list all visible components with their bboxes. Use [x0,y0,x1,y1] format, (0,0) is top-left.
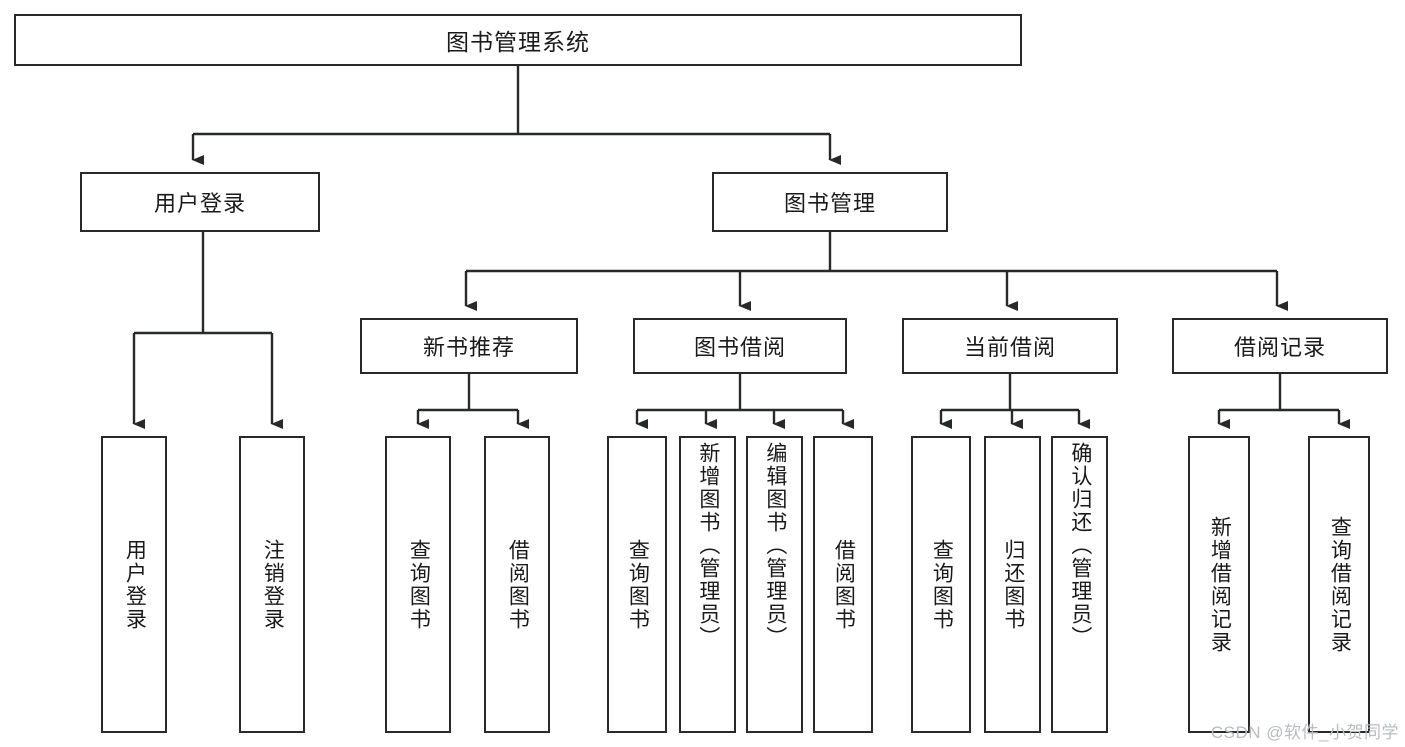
leaf-node[interactable]: 借阅图书 [484,436,550,733]
node-root[interactable]: 图书管理系统 [14,14,1022,66]
leaf-node-label: 编辑图书（管理员） [763,442,787,649]
node-book-management-label: 图书管理 [783,191,876,216]
leaf-node-label: 查询图书 [407,538,431,631]
leaf-node[interactable]: 归还图书 [984,436,1041,733]
leaf-node-label: 借阅图书 [832,538,856,631]
leaf-node-label: 新增借阅记录 [1208,515,1232,654]
node-user-login[interactable]: 用户登录 [80,172,320,232]
leaf-node[interactable]: 新增借阅记录 [1188,436,1250,733]
leaf-node[interactable]: 查询图书 [911,436,971,733]
leaf-node[interactable]: 新增图书（管理员） [679,436,736,733]
leaf-node[interactable]: 确认归还（管理员） [1051,436,1108,733]
leaf-node-label: 新增图书（管理员） [696,442,720,649]
leaf-node-label: 查询图书 [626,538,650,631]
leaf-node[interactable]: 注销登录 [239,436,305,733]
node-root-label: 图书管理系统 [446,29,590,55]
node-new-book-recommend[interactable]: 新书推荐 [360,318,578,374]
leaf-node[interactable]: 用户登录 [101,436,167,733]
node-new-book-recommend-label: 新书推荐 [422,335,515,360]
node-user-login-label: 用户登录 [153,191,246,216]
node-book-borrow[interactable]: 图书借阅 [633,318,847,374]
leaf-node-label: 确认归还（管理员） [1068,442,1092,649]
node-borrow-record[interactable]: 借阅记录 [1172,318,1388,374]
leaf-node[interactable]: 查询图书 [607,436,667,733]
leaf-node[interactable]: 编辑图书（管理员） [746,436,803,733]
leaf-node-label: 查询图书 [930,538,954,631]
node-current-borrow[interactable]: 当前借阅 [902,318,1118,374]
leaf-node[interactable]: 借阅图书 [813,436,873,733]
leaf-node[interactable]: 查询借阅记录 [1308,436,1370,733]
node-book-management[interactable]: 图书管理 [712,172,948,232]
leaf-node[interactable]: 查询图书 [385,436,451,733]
leaf-node-label: 归还图书 [1001,538,1025,631]
watermark: CSDN @软件_小贺同学 [1210,723,1399,742]
node-book-borrow-label: 图书借阅 [693,335,786,360]
node-borrow-record-label: 借阅记录 [1233,335,1326,360]
leaf-node-label: 查询借阅记录 [1328,515,1352,654]
leaf-node-label: 注销登录 [261,538,285,631]
leaf-node-label: 用户登录 [123,538,147,631]
node-current-borrow-label: 当前借阅 [963,335,1056,360]
leaf-node-label: 借阅图书 [506,538,530,631]
